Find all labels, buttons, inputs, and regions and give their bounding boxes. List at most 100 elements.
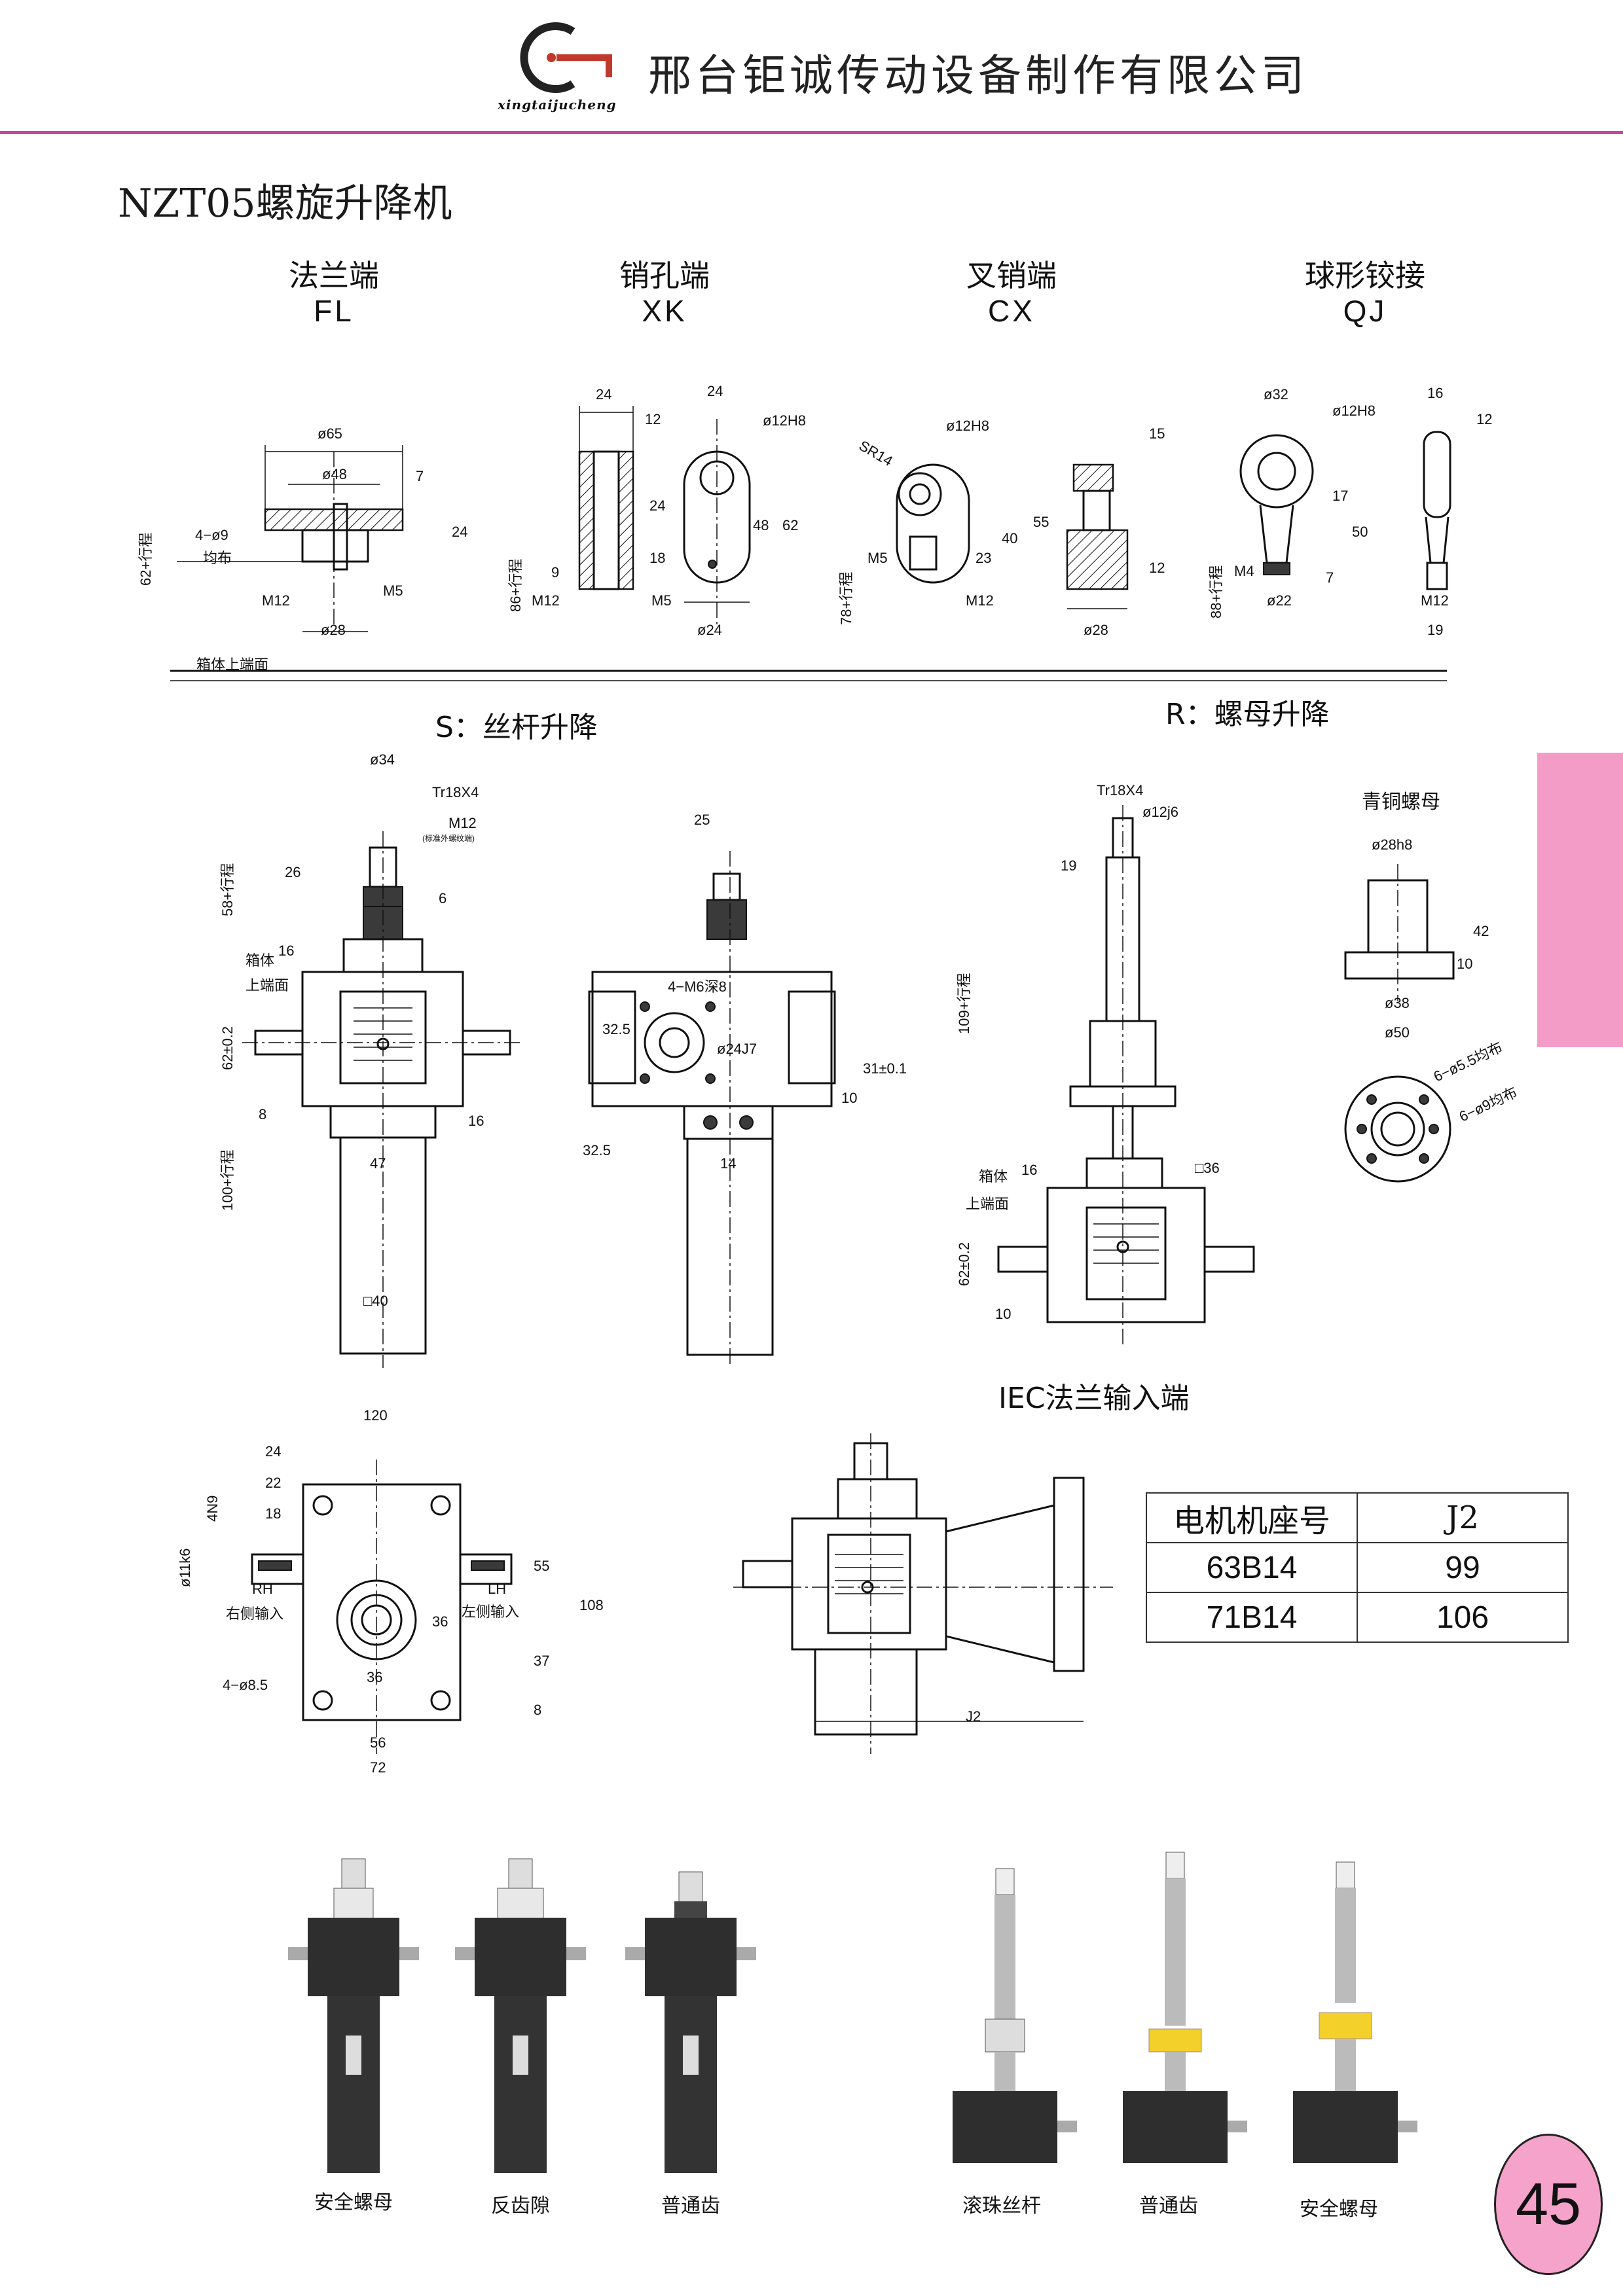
dim-top-w72: 72	[370, 1759, 386, 1776]
dim-fl-m5: M5	[383, 583, 403, 599]
dim-s-h16b: 16	[468, 1113, 484, 1129]
dim-s-h62: 62±0.2	[219, 1026, 236, 1070]
dim-xk2-h48: 48	[753, 517, 769, 533]
dim-xk-m5: M5	[651, 592, 672, 609]
photo-caption: 反齿隙	[491, 2195, 550, 2217]
dim-side-h31: 31±0.1	[863, 1060, 907, 1077]
cx-clevis-drawing	[896, 463, 1129, 609]
dim-xk-h24: 24	[649, 497, 666, 514]
dim-nut-h10: 10	[1457, 956, 1473, 972]
side-tab	[1537, 753, 1623, 1047]
motor-frame-table: 电机机座号 J2 63B14 99 71B14 106	[1146, 1492, 1569, 1643]
table-header-frame: 电机机座号	[1146, 1492, 1358, 1543]
end-type-name-xk: 销孔端	[619, 258, 710, 293]
dim-xk-w12: 12	[645, 411, 661, 427]
dim-side-w25: 25	[694, 812, 710, 828]
end-type-code-cx: CX	[988, 294, 1035, 328]
section-r-label: R：螺母升降	[1165, 698, 1330, 731]
dim-cx-stroke: 78+行程	[838, 571, 854, 625]
dim-s-stroke58: 58+行程	[219, 863, 236, 916]
dim-qj-h7: 7	[1326, 569, 1334, 586]
dim-fl-even: 均布	[203, 550, 232, 566]
dim-xk-stroke: 86+行程	[507, 558, 524, 612]
dim-xk2-d12h8: ø12H8	[763, 412, 807, 429]
dim-s-h26: 26	[285, 864, 301, 880]
dim-s-h6: 6	[439, 890, 447, 906]
dim-s-tr: Tr18X4	[432, 784, 479, 800]
company-name: 邢台钜诚传动设备制作有限公司	[648, 50, 1308, 101]
fl-flange-drawing	[177, 445, 404, 632]
dim-xk-h9: 9	[551, 564, 560, 581]
dim-top-h108: 108	[579, 1597, 604, 1613]
dim-fl-m12: M12	[262, 592, 290, 609]
box-top-label: 箱体上端面	[196, 656, 269, 673]
photo-caption: 滚珠丝杆	[962, 2195, 1041, 2217]
end-type-code-qj: QJ	[1343, 294, 1387, 328]
dim-top-w22: 22	[265, 1475, 282, 1491]
qj-balljoint-drawing	[1239, 431, 1451, 590]
xk-pinhole-drawing	[578, 406, 751, 628]
dim-r-h16: 16	[1021, 1162, 1038, 1178]
dim-nut-d38: ø38	[1385, 995, 1410, 1011]
dim-iec-j2: J2	[966, 1708, 981, 1725]
logo-subtitle: xingtaijucheng	[498, 97, 617, 113]
dim-r-box: 箱体	[979, 1168, 1008, 1185]
dim-cx-m12: M12	[966, 592, 994, 609]
photo-caption: 安全螺母	[314, 2191, 393, 2214]
photo-caption: 普通齿	[1139, 2195, 1198, 2217]
dim-r-tr: Tr18X4	[1097, 782, 1144, 798]
dim-r-top: 上端面	[966, 1196, 1010, 1212]
dim-s-w47: 47	[370, 1155, 386, 1172]
table-cell: 71B14	[1146, 1592, 1358, 1643]
photo-caption: 普通齿	[661, 2195, 720, 2217]
table-cell: 106	[1357, 1592, 1569, 1643]
dim-cx2-h12: 12	[1149, 560, 1165, 576]
table-header-j2: J2	[1357, 1492, 1569, 1543]
dim-cx-m5: M5	[867, 550, 888, 566]
dim-cx2-d28: ø28	[1084, 622, 1108, 638]
table-cell: 63B14	[1146, 1542, 1358, 1593]
dim-qj2-w19: 19	[1427, 622, 1444, 638]
dim-qj-stroke: 88+行程	[1208, 565, 1224, 619]
dim-xk2-d24: ø24	[697, 622, 722, 638]
dim-s-h16: 16	[278, 942, 295, 959]
dim-top-w18: 18	[265, 1505, 282, 1522]
dim-r-stroke109: 109+行程	[956, 973, 972, 1034]
dim-top-right: 右侧输入	[226, 1605, 284, 1622]
iec-input-view	[733, 1433, 1113, 1754]
dim-side-h10: 10	[841, 1090, 858, 1106]
dim-qj2-w12: 12	[1476, 411, 1493, 427]
dim-s-m12: M12	[448, 815, 477, 831]
dim-side-h325: 32.5	[602, 1021, 630, 1037]
dim-r-h62: 62±0.2	[956, 1242, 972, 1286]
end-type-code-xk: XK	[642, 294, 687, 328]
dim-fl-h24: 24	[452, 524, 468, 540]
dim-side-w14: 14	[720, 1155, 737, 1172]
dim-top-rh: RH	[252, 1581, 273, 1597]
dim-cx-h23: 23	[976, 550, 992, 566]
dim-qj-m4: M4	[1234, 563, 1254, 579]
photo-group-right	[953, 1852, 1417, 2163]
dim-qj2-m12: M12	[1421, 592, 1449, 609]
dim-nut-d50: ø50	[1385, 1024, 1410, 1041]
dim-cx-h55: 55	[1033, 514, 1049, 530]
dim-xk2-h62: 62	[782, 517, 799, 533]
dim-qj-d22: ø22	[1267, 592, 1292, 609]
dim-s-sq40: □40	[363, 1293, 388, 1309]
table-cell: 99	[1357, 1542, 1569, 1593]
dim-fl-d65: ø65	[318, 425, 342, 442]
dim-top-lh: LH	[488, 1581, 507, 1597]
company-logo	[511, 20, 622, 98]
dim-top-h37: 37	[534, 1653, 550, 1669]
dim-qj-d32: ø32	[1264, 386, 1288, 403]
dim-top-left: 左侧输入	[462, 1604, 520, 1620]
dim-top-h55: 55	[534, 1558, 550, 1574]
bronze-nut-view	[1344, 864, 1455, 1183]
dim-top-w24: 24	[265, 1443, 282, 1460]
dim-s-stroke100: 100+行程	[219, 1149, 236, 1211]
iec-label: IEC法兰输入端	[998, 1382, 1190, 1415]
s-side-view	[588, 851, 836, 1368]
dim-side-m6: 4−M6深8	[668, 978, 727, 995]
end-type-name-qj: 球形铰接	[1305, 258, 1425, 293]
